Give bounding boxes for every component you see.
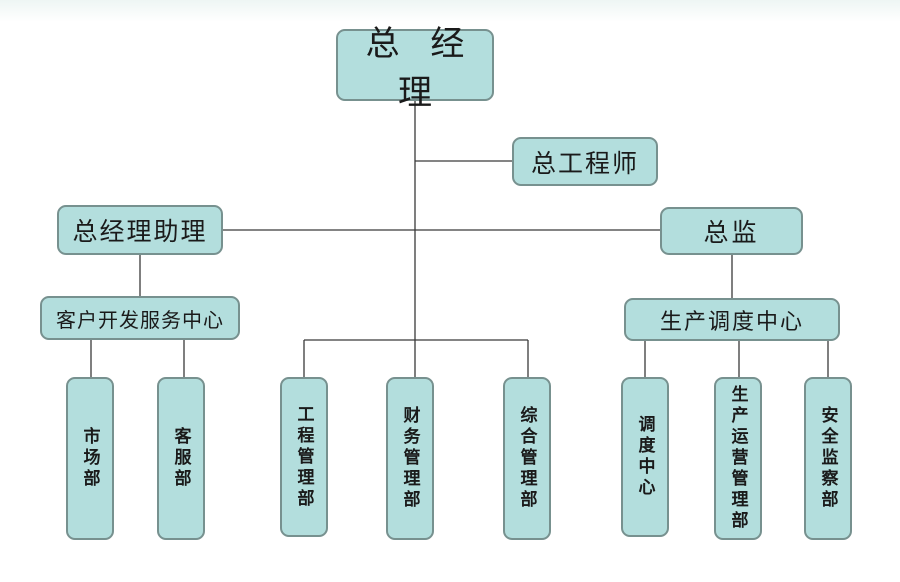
department-box-dispatch: 调度中心 — [621, 377, 669, 537]
department-label: 市场部 — [79, 427, 100, 490]
chief-engineer-label: 总工程师 — [530, 148, 639, 178]
department-label: 安全监察部 — [817, 406, 838, 511]
department-box-finance: 财务管理部 — [386, 377, 434, 540]
department-box-general-affairs: 综合管理部 — [503, 377, 551, 540]
customer-service-center-box: 客户开发服务中心 — [40, 296, 240, 340]
department-box-safety-inspection: 安全监察部 — [804, 377, 852, 540]
department-label: 工程管理部 — [293, 404, 314, 510]
department-box-production-operations: 生产运营管理部 — [714, 377, 762, 540]
department-box-market: 市场部 — [66, 377, 114, 540]
production-dispatch-center-label: 生产调度中心 — [659, 309, 804, 335]
department-box-engineering: 工程管理部 — [280, 377, 328, 537]
department-label: 调度中心 — [634, 415, 655, 499]
department-box-customer-service: 客服部 — [157, 377, 205, 540]
production-dispatch-center-box: 生产调度中心 — [624, 298, 840, 341]
department-label: 客服部 — [170, 427, 191, 490]
general-manager-label: 总 经 理 — [365, 24, 475, 113]
customer-service-center-label: 客户开发服务中心 — [56, 307, 224, 332]
department-label: 生产运营管理部 — [727, 385, 748, 532]
department-label: 财务管理部 — [399, 406, 420, 511]
chief-engineer-box: 总工程师 — [512, 137, 658, 186]
director-label: 总监 — [703, 218, 760, 247]
gm-assistant-label: 总经理助理 — [72, 217, 208, 246]
department-label: 综合管理部 — [516, 406, 537, 511]
general-manager-box: 总 经 理 — [336, 24, 494, 113]
gm-assistant-box: 总经理助理 — [57, 205, 223, 255]
director-box: 总监 — [660, 207, 803, 255]
